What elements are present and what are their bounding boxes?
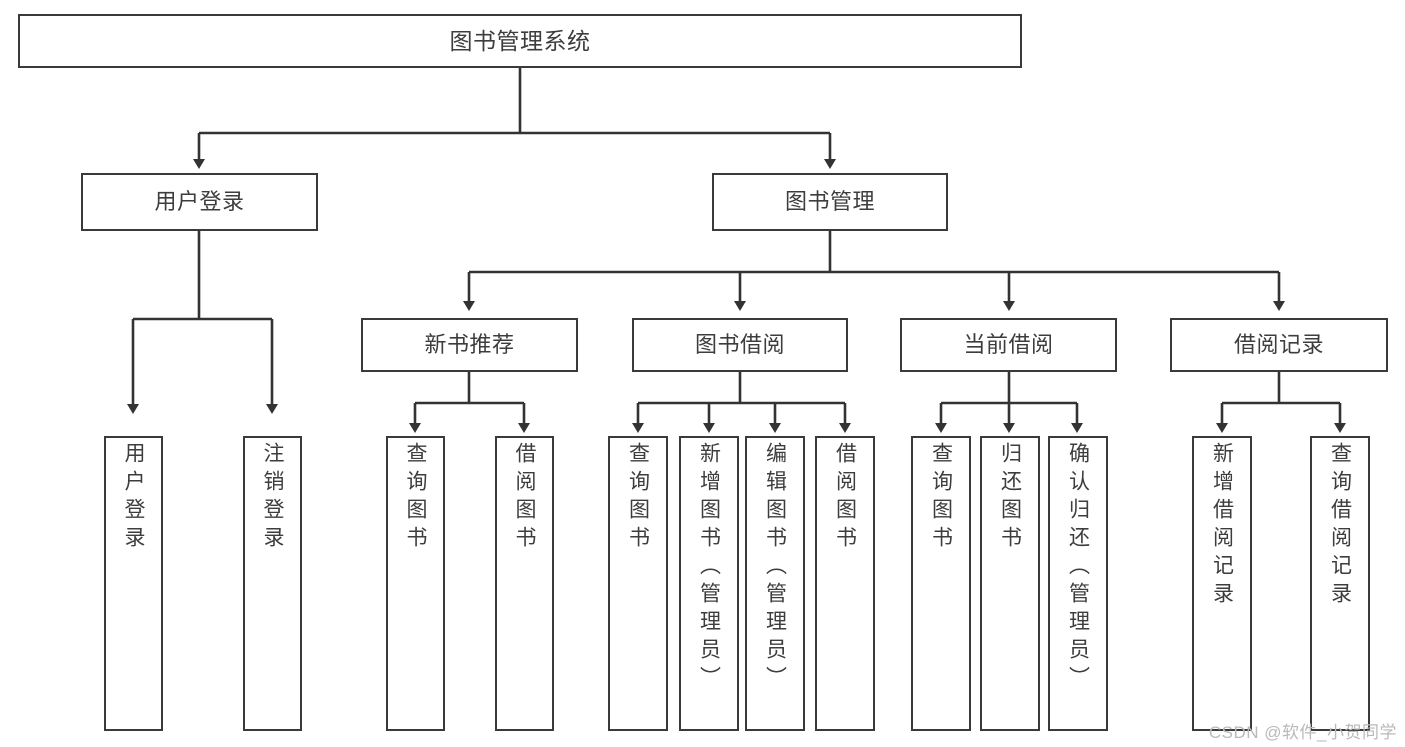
- node-borrow-record[interactable]: 借阅记录: [1170, 318, 1388, 372]
- node-label: 注销登录: [261, 442, 284, 554]
- edge-group-current-borrow: [935, 372, 1083, 433]
- leaf-borrow-record-add[interactable]: 新增借阅记录: [1192, 436, 1252, 731]
- node-label: 用户登录: [154, 189, 245, 214]
- leaf-book-borrow-query[interactable]: 查询图书: [608, 436, 668, 731]
- node-label: 用户登录: [122, 442, 145, 554]
- node-label: 借阅图书: [513, 442, 536, 554]
- leaf-current-borrow-return[interactable]: 归还图书: [980, 436, 1040, 731]
- edge-group-root: [193, 68, 836, 169]
- leaf-book-borrow-edit[interactable]: 编辑图书（管理员）: [745, 436, 805, 731]
- edge-group-new-book: [409, 372, 530, 433]
- leaf-new-book-borrow[interactable]: 借阅图书: [495, 436, 554, 731]
- leaf-user-login-logout[interactable]: 注销登录: [243, 436, 302, 731]
- node-current-borrow[interactable]: 当前借阅: [900, 318, 1117, 372]
- node-label: 图书管理系统: [449, 27, 591, 54]
- node-label: 借阅图书: [833, 442, 857, 554]
- edge-group-book-borrow: [632, 372, 851, 433]
- node-root-system[interactable]: 图书管理系统: [18, 14, 1022, 68]
- node-label: 查询图书: [404, 442, 427, 554]
- leaf-book-borrow-add[interactable]: 新增图书（管理员）: [679, 436, 739, 731]
- node-label: 新增借阅记录: [1210, 442, 1234, 610]
- leaf-current-borrow-confirm[interactable]: 确认归还（管理员）: [1048, 436, 1108, 731]
- edge-group-book-manage: [463, 231, 1285, 311]
- node-label: 图书借阅: [694, 332, 785, 357]
- node-user-login[interactable]: 用户登录: [81, 173, 318, 231]
- leaf-user-login-login[interactable]: 用户登录: [104, 436, 163, 731]
- node-label: 图书管理: [784, 189, 875, 214]
- node-label: 借阅记录: [1233, 332, 1324, 357]
- csdn-watermark: CSDN @软件_小贺同学: [1208, 723, 1397, 742]
- node-book-management[interactable]: 图书管理: [712, 173, 948, 231]
- node-label: 归还图书: [998, 442, 1022, 554]
- node-label: 新增图书（管理员）: [697, 442, 721, 694]
- edge-group-user-login: [127, 231, 278, 414]
- node-label: 当前借阅: [963, 332, 1054, 357]
- edge-group-borrow-record: [1216, 372, 1346, 433]
- node-label: 编辑图书（管理员）: [763, 442, 787, 694]
- node-label: 新书推荐: [424, 332, 515, 357]
- node-label: 查询借阅记录: [1328, 442, 1352, 610]
- leaf-new-book-query[interactable]: 查询图书: [386, 436, 445, 731]
- node-label: 确认归还（管理员）: [1066, 442, 1090, 694]
- node-label: 查询图书: [626, 442, 650, 554]
- node-label: 查询图书: [929, 442, 953, 554]
- leaf-borrow-record-query[interactable]: 查询借阅记录: [1310, 436, 1370, 731]
- leaf-book-borrow-borrow[interactable]: 借阅图书: [815, 436, 875, 731]
- leaf-current-borrow-query[interactable]: 查询图书: [911, 436, 971, 731]
- node-new-book-recommend[interactable]: 新书推荐: [361, 318, 578, 372]
- node-book-borrow[interactable]: 图书借阅: [632, 318, 848, 372]
